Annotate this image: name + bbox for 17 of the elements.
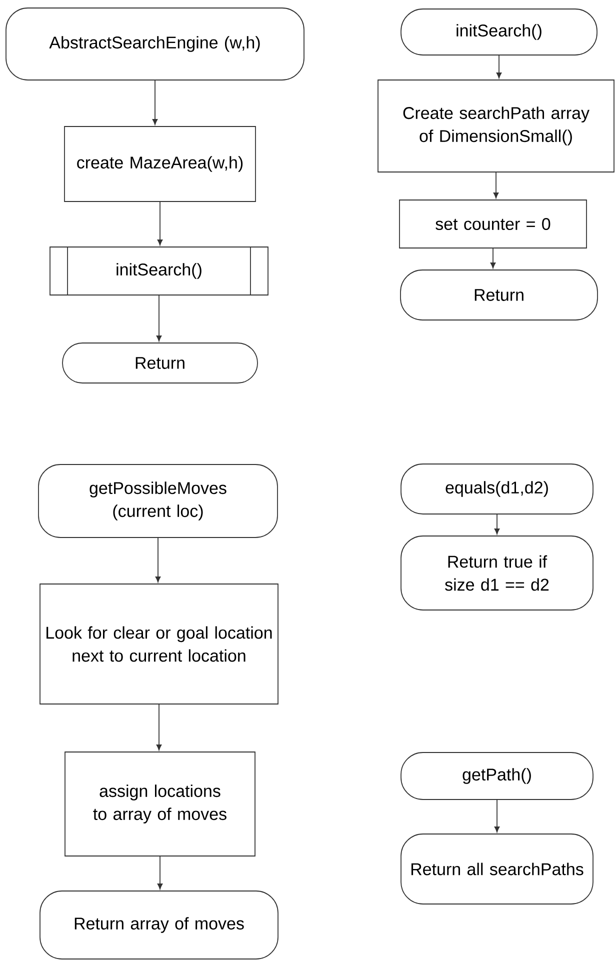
process-box: create MazeArea(w,h) [64,126,256,202]
arrow [494,800,500,832]
process-box: Create searchPath array of DimensionSmall() [378,80,614,172]
arrow [157,202,163,246]
arrow [496,55,502,78]
arrow [157,856,163,890]
process-box: set counter = 0 [399,200,587,248]
arrow [493,172,499,198]
arrow [156,295,162,342]
process-box: Look for clear or goal location next to current location [40,584,278,704]
arrow [152,80,158,125]
arrow [490,248,496,268]
predefined-process-box: initSearch() [50,246,268,296]
arrow [155,538,161,582]
process-box: assign locations to array of moves [64,752,256,856]
arrow [494,514,500,534]
arrow [156,704,162,750]
